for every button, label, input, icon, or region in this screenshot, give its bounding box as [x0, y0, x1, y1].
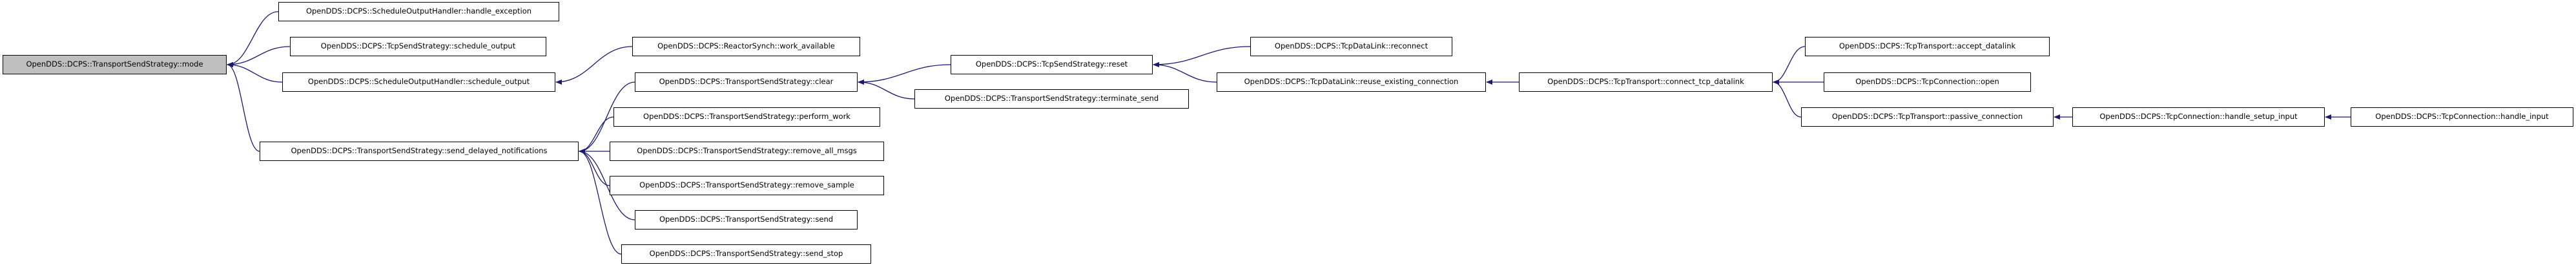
edge-tcp_schedule_output-to-mode: [227, 46, 291, 67]
edge-passive_conn-to-connect_tcp: [1773, 80, 1802, 118]
node-tcp-connection-handle-input[interactable]: OpenDDS::DCPS::TcpConnection::handle_inp…: [2351, 107, 2573, 127]
node-tcp-transport-passive-connection[interactable]: OpenDDS::DCPS::TcpTransport::passive_con…: [1801, 107, 2054, 127]
node-tcp-send-strategy-reset[interactable]: OpenDDS::DCPS::TcpSendStrategy::reset: [951, 55, 1153, 74]
edge-clear-to-send_delayed: [579, 81, 635, 154]
edge-accept_datalink-to-connect_tcp: [1773, 46, 1806, 85]
node-label: OpenDDS::DCPS::TcpDataLink::reuse_existi…: [1244, 77, 1459, 87]
node-label: OpenDDS::DCPS::TransportSendStrategy::te…: [944, 94, 1159, 103]
node-label: OpenDDS::DCPS::TcpSendStrategy::reset: [975, 59, 1128, 69]
node-transport-send-strategy-send-delayed-notifications[interactable]: OpenDDS::DCPS::TransportSendStrategy::se…: [260, 142, 579, 161]
node-tcp-connection-open[interactable]: OpenDDS::DCPS::TcpConnection::open: [1824, 72, 2031, 92]
node-label: OpenDDS::DCPS::TransportSendStrategy::pe…: [643, 112, 850, 122]
edge-soh_schedule_output-to-mode: [227, 62, 283, 83]
node-label: OpenDDS::DCPS::TcpConnection::handle_set…: [2099, 112, 2298, 122]
node-label: OpenDDS::DCPS::TcpDataLink::reconnect: [1274, 41, 1428, 51]
node-label: OpenDDS::DCPS::TransportSendStrategy::re…: [639, 180, 854, 190]
node-transport-send-strategy-terminate-send[interactable]: OpenDDS::DCPS::TransportSendStrategy::te…: [914, 89, 1189, 109]
node-transport-send-strategy-clear[interactable]: OpenDDS::DCPS::TransportSendStrategy::cl…: [635, 72, 858, 92]
node-transport-send-strategy-send[interactable]: OpenDDS::DCPS::TransportSendStrategy::se…: [635, 210, 858, 230]
node-label: OpenDDS::DCPS::TransportSendStrategy::se…: [291, 146, 548, 156]
node-label: OpenDDS::DCPS::TcpTransport::passive_con…: [1831, 112, 2023, 122]
node-schedule-output-handler-schedule-output[interactable]: OpenDDS::DCPS::ScheduleOutputHandler::sc…: [282, 72, 555, 92]
node-schedule-output-handler-handle-exception[interactable]: OpenDDS::DCPS::ScheduleOutputHandler::ha…: [278, 2, 559, 21]
node-label: OpenDDS::DCPS::TransportSendStrategy::se…: [649, 249, 843, 259]
node-label: OpenDDS::DCPS::TcpConnection::open: [1855, 77, 1999, 87]
node-label: OpenDDS::DCPS::TransportSendStrategy::cl…: [659, 77, 834, 87]
edge-reconnect-to-reset: [1153, 46, 1251, 67]
edge-send_stop-to-send_delayed: [579, 149, 622, 255]
node-label: OpenDDS::DCPS::ReactorSynch::work_availa…: [657, 41, 835, 51]
edge-work_available-to-soh_schedule_output: [555, 46, 633, 85]
edge-send-to-send_delayed: [579, 149, 635, 220]
node-reactor-synch-work-available[interactable]: OpenDDS::DCPS::ReactorSynch::work_availa…: [632, 37, 860, 56]
node-label: OpenDDS::DCPS::TransportSendStrategy::re…: [637, 146, 857, 156]
node-tcp-data-link-reconnect[interactable]: OpenDDS::DCPS::TcpDataLink::reconnect: [1250, 37, 1452, 56]
node-tcp-transport-connect-tcp-datalink[interactable]: OpenDDS::DCPS::TcpTransport::connect_tcp…: [1519, 72, 1773, 92]
node-transport-send-strategy-perform-work[interactable]: OpenDDS::DCPS::TransportSendStrategy::pe…: [613, 107, 880, 127]
node-label: OpenDDS::DCPS::ScheduleOutputHandler::ha…: [305, 6, 532, 16]
node-transport-send-strategy-send-stop[interactable]: OpenDDS::DCPS::TransportSendStrategy::se…: [621, 244, 871, 264]
node-label: OpenDDS::DCPS::TcpSendStrategy::schedule…: [320, 41, 516, 51]
edge-terminate_send-to-clear: [858, 80, 915, 100]
node-tcp-send-strategy-schedule-output[interactable]: OpenDDS::DCPS::TcpSendStrategy::schedule…: [290, 37, 546, 56]
edge-reuse_conn-to-reset: [1153, 62, 1217, 83]
node-label: OpenDDS::DCPS::TcpTransport::connect_tcp…: [1547, 77, 1744, 87]
node-label: OpenDDS::DCPS::TcpConnection::handle_inp…: [2375, 112, 2549, 122]
node-label: OpenDDS::DCPS::TransportSendStrategy::mo…: [26, 59, 203, 69]
node-transport-send-strategy-mode: OpenDDS::DCPS::TransportSendStrategy::mo…: [3, 55, 227, 74]
node-label: OpenDDS::DCPS::TcpTransport::accept_data…: [1839, 41, 2016, 51]
node-transport-send-strategy-remove-sample[interactable]: OpenDDS::DCPS::TransportSendStrategy::re…: [610, 176, 884, 195]
node-label: OpenDDS::DCPS::TransportSendStrategy::se…: [659, 215, 834, 224]
edge-reset-to-clear: [858, 64, 951, 85]
node-transport-send-strategy-remove-all-msgs[interactable]: OpenDDS::DCPS::TransportSendStrategy::re…: [610, 142, 884, 161]
edge-send_delayed-to-mode: [227, 62, 260, 152]
edge-handle_exception-to-mode: [227, 11, 279, 67]
node-tcp-data-link-reuse-existing-connection[interactable]: OpenDDS::DCPS::TcpDataLink::reuse_existi…: [1217, 72, 1486, 92]
node-tcp-connection-handle-setup-input[interactable]: OpenDDS::DCPS::TcpConnection::handle_set…: [2072, 107, 2325, 127]
edge-perform_work-to-send_delayed: [579, 116, 614, 154]
node-tcp-transport-accept-datalink[interactable]: OpenDDS::DCPS::TcpTransport::accept_data…: [1805, 37, 2050, 56]
node-label: OpenDDS::DCPS::ScheduleOutputHandler::sc…: [307, 77, 530, 87]
